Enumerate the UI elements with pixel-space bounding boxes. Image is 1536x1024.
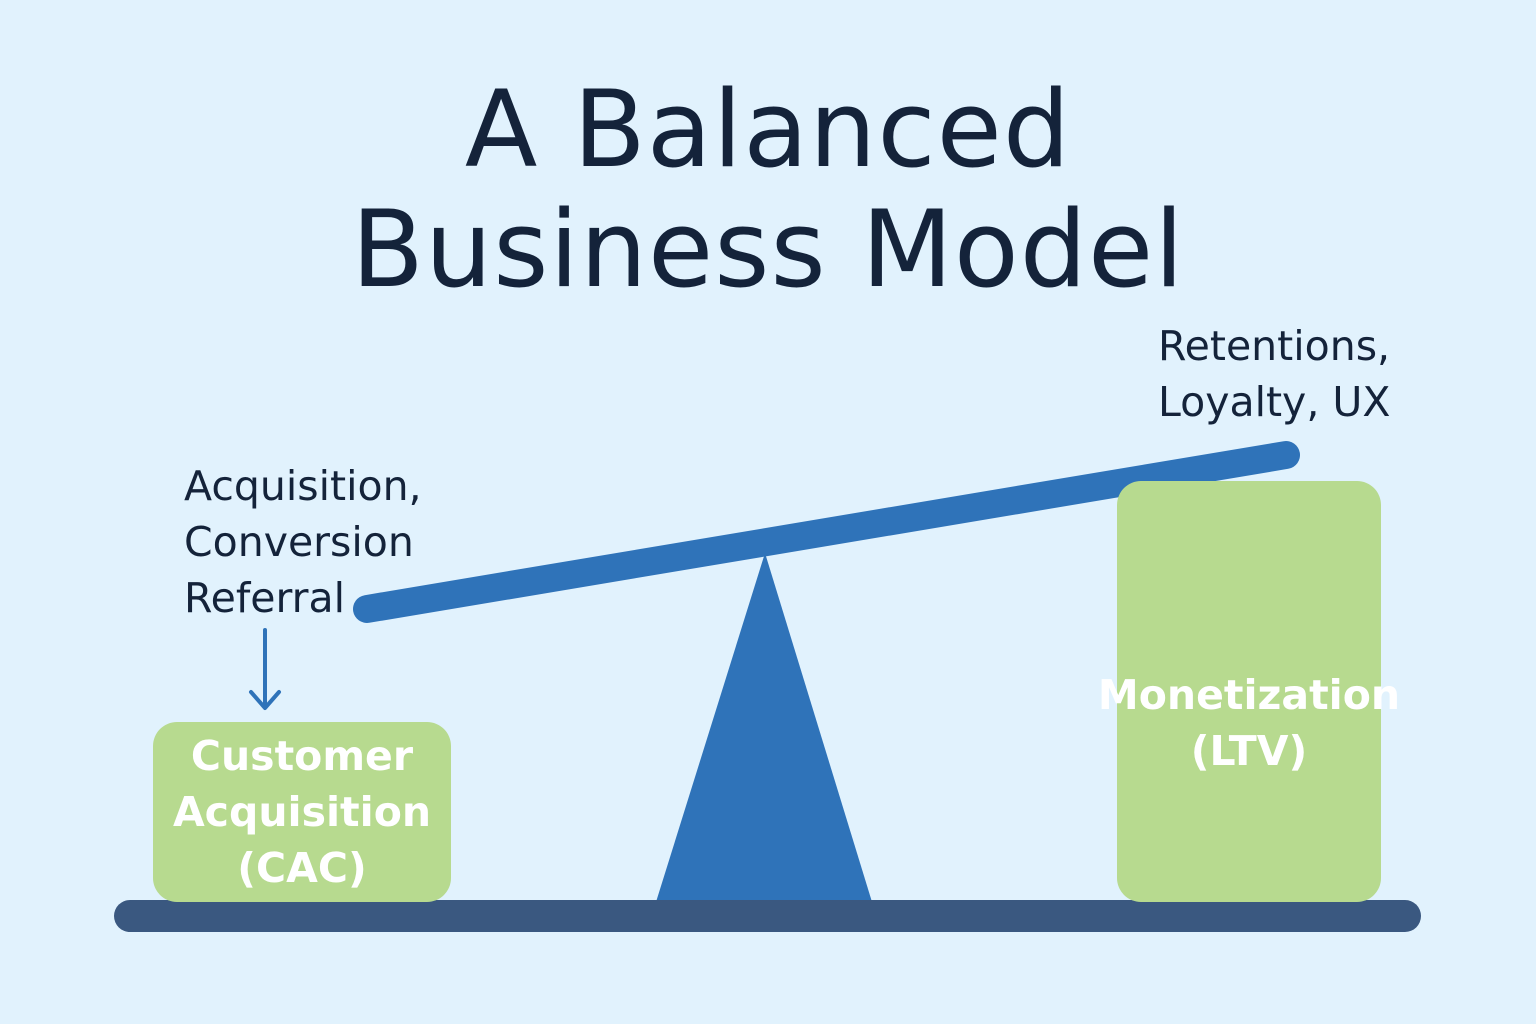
title-line-2: Business Model <box>351 188 1185 311</box>
arrow-down-icon <box>249 628 281 710</box>
acquisition-label-line-2: Conversion <box>184 518 414 566</box>
acquisition-label: Acquisition, Conversion Referral <box>184 458 422 626</box>
monetization-text: Monetization (LTV) <box>1098 667 1400 779</box>
seesaw-beam <box>353 441 1300 623</box>
customer-acquisition-box: Customer Acquisition (CAC) <box>153 722 451 902</box>
seesaw-base <box>114 900 1421 932</box>
diagram-title: A Balanced Business Model <box>0 70 1536 310</box>
fulcrum <box>656 553 872 902</box>
acquisition-label-line-1: Acquisition, <box>184 462 422 510</box>
retention-label-line-1: Retentions, <box>1158 322 1391 370</box>
acquisition-label-line-3: Referral <box>184 574 346 622</box>
customer-acquisition-line-3: (CAC) <box>237 844 367 892</box>
monetization-line-1: Monetization <box>1097 671 1401 719</box>
title-line-1: A Balanced <box>464 68 1072 191</box>
customer-acquisition-line-1: Customer <box>190 732 414 780</box>
monetization-box: Monetization (LTV) <box>1098 481 1400 902</box>
retention-label: Retentions, Loyalty, UX <box>1158 318 1391 430</box>
monetization-line-2: (LTV) <box>1190 727 1308 775</box>
retention-label-line-2: Loyalty, UX <box>1158 378 1391 426</box>
customer-acquisition-line-2: Acquisition <box>172 788 432 836</box>
